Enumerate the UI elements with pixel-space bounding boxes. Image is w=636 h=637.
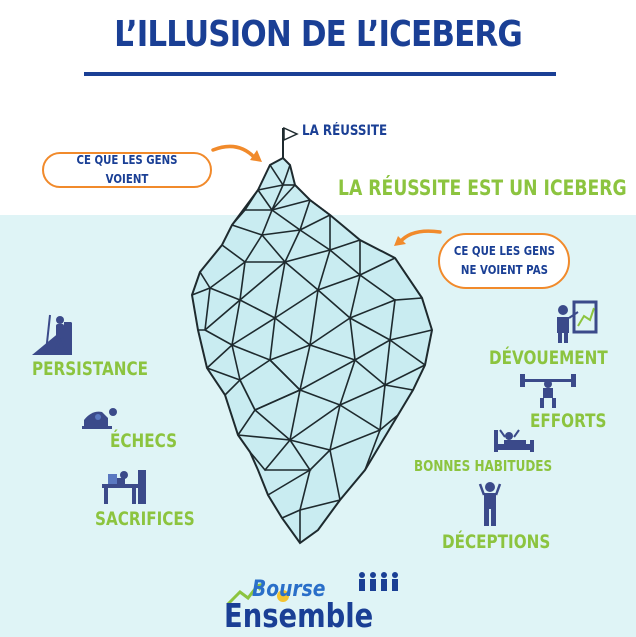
- label-sacrifices: SACRIFICES: [95, 508, 195, 530]
- label-persistance: PERSISTANCE: [32, 358, 148, 380]
- iceberg-shape: [190, 156, 434, 545]
- weightlifting-icon: [520, 374, 576, 408]
- summit-label: LA RÉUSSITE: [302, 123, 388, 139]
- visible-pill-text: CE QUE LES GENS VOIENT: [76, 153, 178, 186]
- iceberg-facets: [191, 164, 433, 543]
- people-icon: [359, 572, 398, 591]
- visible-pill: CE QUE LES GENS VOIENT: [42, 152, 212, 188]
- hidden-pill-line2: NE VOIENT PAS: [460, 263, 548, 277]
- climbing-icon: [32, 314, 72, 355]
- failure-icon: [82, 408, 117, 429]
- hidden-pill: CE QUE LES GENS NE VOIENT PAS: [438, 233, 570, 289]
- hidden-pill-line1: CE QUE LES GENS: [453, 244, 555, 258]
- label-bonnes-habitudes: BONNES HABITUDES: [414, 457, 553, 475]
- title-underline: [84, 72, 556, 76]
- logo-mark: [226, 572, 398, 606]
- flag-icon: [283, 126, 299, 142]
- headline: LA RÉUSSITE EST UN ICEBERG: [338, 176, 627, 200]
- bed-icon: [494, 429, 534, 452]
- arrow-hidden: [398, 229, 442, 244]
- logo-line2: Ensemble: [224, 596, 374, 635]
- presentation-icon: [557, 300, 598, 343]
- disappointed-person-icon: [478, 482, 502, 526]
- logo-line1: Bourse: [252, 577, 326, 602]
- desk-icon: [102, 470, 146, 504]
- arrow-visible: [211, 144, 257, 160]
- label-deceptions: DÉCEPTIONS: [442, 531, 551, 553]
- label-efforts: EFFORTS: [530, 410, 607, 432]
- label-devouement: DÉVOUEMENT: [489, 347, 608, 369]
- label-echecs: ÉCHECS: [110, 430, 178, 452]
- page-title: L’ILLUSION DE L’ICEBERG: [114, 14, 523, 55]
